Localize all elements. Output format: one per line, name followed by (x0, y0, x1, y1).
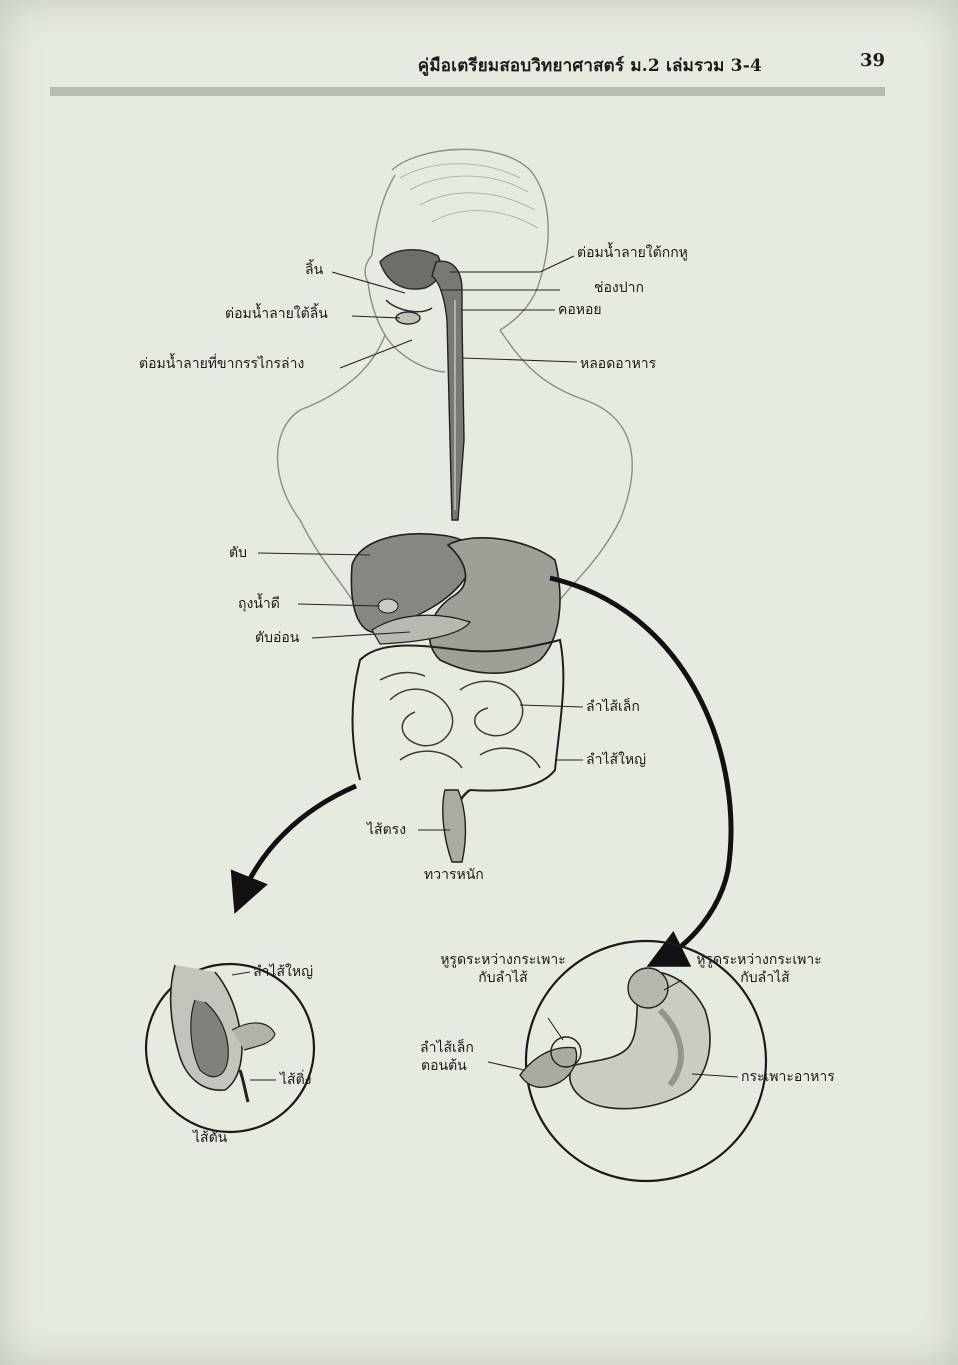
label-parotid-gland: ต่อมน้ำลายใต้กกหู (577, 245, 688, 261)
arrow-to-cecum (230, 783, 357, 914)
label-duodenum-line1: ลำไส้เล็ก (420, 1040, 474, 1056)
label-rectum: ไส้ตรง (367, 822, 407, 838)
leader-submandibular (339, 339, 413, 369)
leader-liver (257, 552, 371, 556)
inset-stomach (487, 939, 768, 1183)
esophagus-shape (431, 260, 465, 521)
leader-gallbladder (297, 603, 381, 607)
label-pyloric-valve-left-line1: หูรูดระหว่างกระเพาะ (440, 952, 566, 968)
page-number: 39 (860, 50, 886, 71)
leader-parotid (539, 255, 575, 273)
leader-tongue (331, 271, 406, 294)
small-intestine-shape (379, 671, 541, 769)
leader-pancreas (311, 631, 411, 639)
inset-cecum (144, 962, 316, 1134)
leader-sublingual (351, 315, 401, 319)
pancreas-shape (371, 598, 471, 645)
label-pharynx: คอหอย (558, 302, 602, 318)
label-tongue: ลิ้น (305, 262, 324, 278)
leader-lines (257, 255, 584, 831)
label-mouth: ช่องปาก (594, 280, 644, 296)
stomach-shape (428, 537, 561, 674)
label-anus: ทวารหนัก (424, 867, 484, 883)
arrow-to-stomach (549, 575, 734, 967)
label-stomach: กระเพาะอาหาร (741, 1069, 835, 1085)
label-duodenum-line2: ตอนต้น (421, 1058, 467, 1074)
label-large-intestine: ลำไส้ใหญ่ (586, 752, 647, 768)
label-sublingual-gland: ต่อมน้ำลายใต้ลิ้น (225, 306, 328, 322)
label-submandibular-gland: ต่อมน้ำลายที่ขากรรไกรล่าง (139, 356, 305, 372)
label-appendix: ไส้ติ่ง (280, 1072, 312, 1088)
label-small-intestine: ลำไส้เล็ก (586, 699, 640, 715)
label-cecum-caption: ไส้ตัน (193, 1130, 228, 1146)
rectum-shape (442, 789, 467, 863)
label-cardiac-valve-right-line2: กับลำไส้ (740, 970, 790, 986)
label-inset-large-intestine: ลำไส้ใหญ่ (253, 964, 314, 980)
label-esophagus: หลอดอาหาร (580, 356, 657, 372)
leader-small-intestine (519, 704, 584, 708)
label-pyloric-valve-left-line2: กับลำไส้ (478, 970, 528, 986)
header-rule (50, 87, 885, 96)
label-cardiac-valve-right-line1: หูรูดระหว่างกระเพาะ (696, 952, 822, 968)
label-pancreas: ตับอ่อน (255, 630, 300, 646)
running-header: คู่มือเตรียมสอบวิทยาศาสตร์ ม.2 เล่มรวม 3… (417, 56, 762, 76)
leader-esophagus (461, 357, 578, 363)
label-gallbladder: ถุงน้ำดี (238, 596, 280, 612)
hair (399, 163, 539, 229)
oral-cavity (379, 249, 442, 325)
label-liver: ตับ (229, 545, 247, 561)
